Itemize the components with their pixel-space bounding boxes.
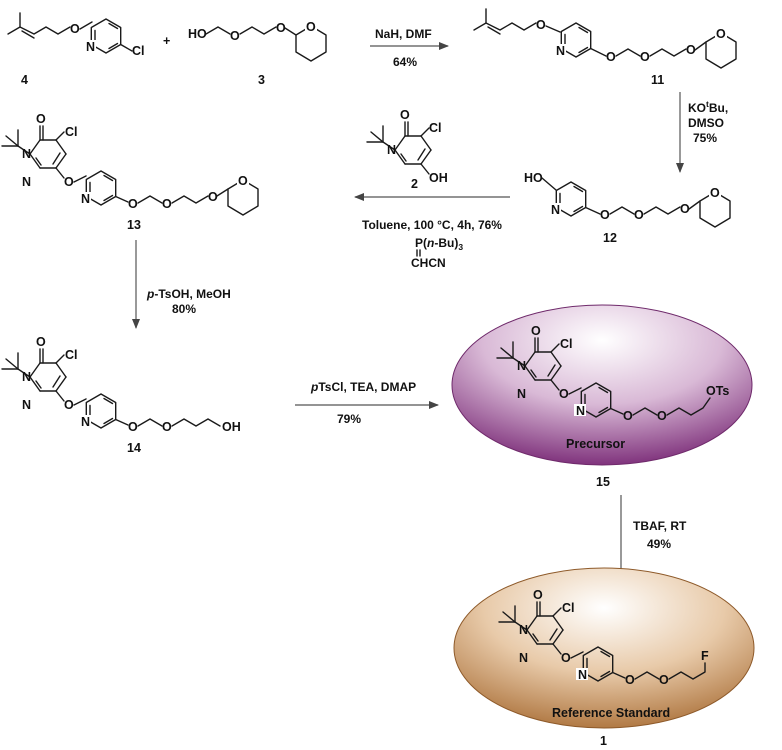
chloro-atom: Cl: [562, 601, 575, 615]
pyridazinone-n-atom: N: [519, 623, 528, 637]
pyridazinone-n-atom: N: [387, 143, 396, 157]
ether-o-atom: O: [606, 50, 616, 64]
chloro-atom: Cl: [132, 44, 145, 58]
step1-reagent: NaH, DMF: [375, 27, 432, 41]
ether-o-atom: O: [625, 673, 635, 687]
ether-o-atom: O: [64, 175, 74, 189]
chloro-atom: Cl: [560, 337, 573, 351]
ether-o-atom: O: [659, 673, 669, 687]
thp-o-atom: O: [716, 27, 726, 41]
compound-3-label: 3: [258, 73, 265, 87]
carbonyl-o-atom: O: [400, 108, 410, 122]
thp-o-atom: O: [238, 174, 248, 188]
compound-15: O Cl N N O O O OTs: [496, 324, 729, 423]
carbonyl-o-atom: O: [36, 335, 46, 349]
pyridazinone-n-atom: N: [22, 370, 31, 384]
step4-reagent: p-TsOH, MeOH: [146, 287, 231, 301]
fluoro-atom: F: [701, 649, 709, 663]
ether-o-atom: O: [634, 208, 644, 222]
ether-o-atom: O: [208, 190, 218, 204]
ether-o-atom: O: [162, 197, 172, 211]
step3-phosphorane: P(n-Bu)3: [415, 236, 463, 252]
ether-o-atom: O: [680, 202, 690, 216]
step3-ylide: CHCN: [411, 256, 446, 270]
carbonyl-o-atom: O: [531, 324, 541, 338]
compound-1: O Cl N N O O O F: [498, 588, 709, 687]
step5-yield: 79%: [337, 412, 361, 426]
ether-o-atom: O: [640, 50, 650, 64]
hydroxyl-atom: HO: [524, 171, 543, 185]
step1-yield: 64%: [393, 55, 417, 69]
reference-standard-highlight: [453, 567, 755, 729]
step4-yield: 80%: [172, 302, 196, 316]
ether-o-atom: O: [623, 409, 633, 423]
compound-12-label: 12: [603, 231, 617, 245]
step6-reagent: TBAF, RT: [633, 519, 687, 533]
pyridazinone-n-atom: N: [22, 147, 31, 161]
compound-4: O Cl: [7, 12, 145, 58]
compound-2: O Cl OH N: [366, 108, 448, 185]
ether-o-atom: O: [230, 29, 240, 43]
step6-yield: 49%: [647, 537, 671, 551]
compound-13: O Cl N N O O O O O: [1, 112, 259, 216]
compound-4-label: 4: [21, 73, 28, 87]
thp-o-atom: O: [306, 20, 316, 34]
compound-1-label: 1: [600, 734, 607, 748]
compound-13-label: 13: [127, 218, 141, 232]
precursor-highlight: [451, 304, 753, 466]
tosylate-group: OTs: [706, 384, 729, 398]
compound-15-label: 15: [596, 475, 610, 489]
compound-11: O O O O O: [473, 8, 737, 69]
pyridazinone-n-atom: N: [22, 175, 31, 189]
step2-reagent: KOtBu,: [688, 99, 728, 115]
step2-solvent: DMSO: [688, 116, 724, 130]
compound-14: O Cl N N O O O OH: [1, 335, 241, 434]
precursor-label: Precursor: [566, 437, 625, 451]
ether-o-atom: O: [657, 409, 667, 423]
chloro-atom: Cl: [65, 125, 78, 139]
ether-o-atom: O: [561, 651, 571, 665]
ether-o-atom: O: [128, 197, 138, 211]
compound-3: HO O O O: [188, 20, 327, 62]
ether-o-atom: O: [162, 420, 172, 434]
pyridazinone-n-atom: N: [517, 359, 526, 373]
hydroxyl-atom: OH: [222, 420, 241, 434]
pyridazinone-n-atom: N: [519, 651, 528, 665]
step3-conditions: Toluene, 100 °C, 4h, 76%: [362, 218, 502, 232]
ether-o-atom: O: [128, 420, 138, 434]
thp-o-atom: O: [710, 186, 720, 200]
ether-o-atom: O: [64, 398, 74, 412]
pyridazinone-n-atom: N: [517, 387, 526, 401]
ether-o-atom: O: [536, 18, 546, 32]
ether-o-atom: O: [559, 387, 569, 401]
compound-11-label: 11: [651, 73, 664, 87]
hydroxyl-atom: HO: [188, 27, 207, 41]
carbonyl-o-atom: O: [36, 112, 46, 126]
ether-o-atom: O: [70, 22, 80, 36]
step2-yield: 75%: [693, 131, 717, 145]
compound-12: HO O O O O: [524, 171, 731, 228]
reference-standard-label: Reference Standard: [552, 706, 670, 720]
hydroxyl-atom: OH: [429, 171, 448, 185]
step5-reagent: pTsCl, TEA, DMAP: [310, 380, 416, 394]
compound-14-label: 14: [127, 441, 141, 455]
plus-sign: +: [163, 34, 170, 48]
chloro-atom: Cl: [65, 348, 78, 362]
carbonyl-o-atom: O: [533, 588, 543, 602]
pyridazinone-n-atom: N: [22, 398, 31, 412]
ether-o-atom: O: [600, 208, 610, 222]
ether-o-atom: O: [686, 43, 696, 57]
compound-2-label: 2: [411, 177, 418, 191]
chloro-atom: Cl: [429, 121, 442, 135]
ether-o-atom: O: [276, 21, 286, 35]
